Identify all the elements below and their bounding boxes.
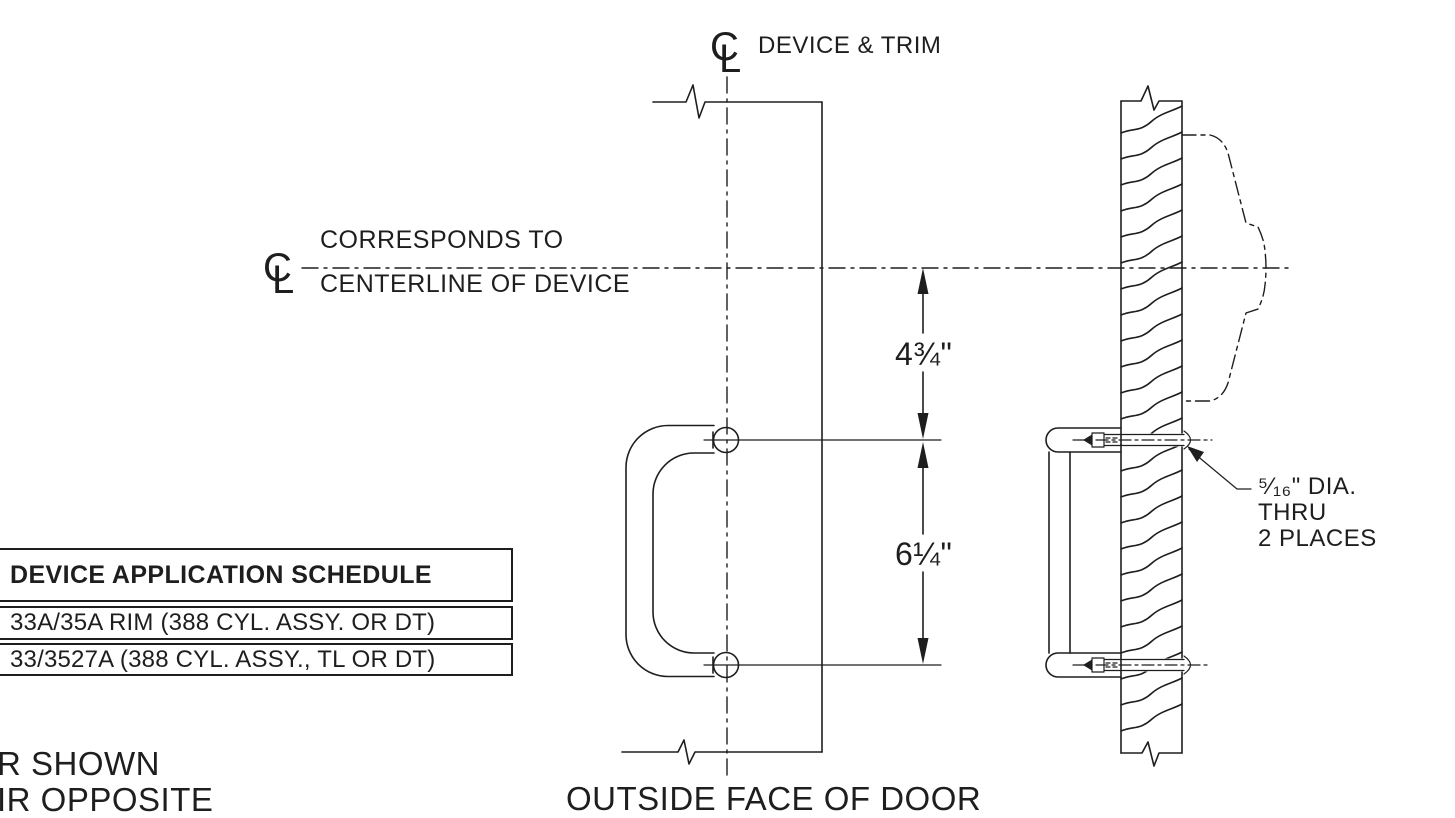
pull-handle-side-view <box>1045 427 1122 678</box>
hole-note-line2: THRU <box>1258 499 1327 526</box>
arrowhead-up <box>917 442 929 468</box>
bolt-head-detail <box>1105 662 1120 668</box>
handing-note: R SHOWN IR OPPOSITE <box>0 746 213 818</box>
front-view-door <box>621 84 823 765</box>
schedule-row: 33A/35A RIM (388 CYL. ASSY. OR DT) <box>0 606 513 640</box>
outside-face-label: OUTSIDE FACE OF DOOR <box>566 780 982 817</box>
bolt-head-detail <box>1105 437 1120 443</box>
bolt-tip <box>1083 659 1092 671</box>
hole-note-line1: ⁵⁄₁₆" DIA. <box>1258 473 1357 500</box>
bolt-head <box>1091 432 1122 448</box>
arrowhead-down <box>917 638 929 664</box>
handing-note-line1: R SHOWN <box>0 745 160 782</box>
device-trim-label: DEVICE & TRIM <box>758 32 942 59</box>
phantom-device-outline <box>1181 134 1267 402</box>
side-bottom-break-line <box>1120 741 1183 767</box>
bolt-tip <box>1083 434 1092 446</box>
arrowhead-down <box>917 413 929 439</box>
centerline-symbol-l: L <box>719 37 741 81</box>
side-top-break-line <box>1120 85 1183 111</box>
hole-note: ⁵⁄₁₆" DIA. THRU 2 PLACES <box>1258 474 1377 552</box>
centerline-symbol-c: C <box>710 25 739 69</box>
handle-bottom-post <box>1045 652 1122 678</box>
door-top-break-line <box>652 84 823 119</box>
door-bottom-break-line <box>621 739 823 765</box>
side-view-door-section <box>1120 85 1183 767</box>
centerline-note-line2: CENTERLINE OF DEVICE <box>320 270 631 298</box>
leader-arrowhead <box>1187 446 1204 462</box>
centerline-note-line1: CORRESPONDS TO <box>320 226 564 254</box>
dimension-label-lower: 6¼" <box>895 536 953 572</box>
dimension-label-upper: 4¾" <box>895 336 953 372</box>
through-bolt-top <box>1072 430 1213 450</box>
device-application-schedule: DEVICE APPLICATION SCHEDULE 33A/35A RIM … <box>0 548 513 676</box>
bolt-head <box>1091 657 1122 673</box>
centerline-symbol-left: C L <box>263 246 294 302</box>
dimension-6-1-4 <box>917 442 929 664</box>
pull-handle-front-view <box>625 424 740 679</box>
wood-grain-hatching <box>1120 105 1183 732</box>
centerline-symbol-top: C L <box>710 25 741 81</box>
handle-top-post <box>1045 427 1122 453</box>
dimension-4-3-4 <box>917 268 929 439</box>
centerline-symbol-l: L <box>272 258 294 302</box>
centerline-symbol-c: C <box>263 246 292 290</box>
handle-inner-contour <box>652 452 715 654</box>
schedule-title: DEVICE APPLICATION SCHEDULE <box>0 548 513 602</box>
hole-note-leader <box>1187 446 1252 490</box>
hole-note-line3: 2 PLACES <box>1258 525 1377 552</box>
handing-note-line2: IR OPPOSITE <box>0 781 214 818</box>
arrowhead-up <box>917 268 929 294</box>
schedule-row: 33/3527A (388 CYL. ASSY., TL OR DT) <box>0 643 513 676</box>
through-bolt-bottom <box>1072 655 1211 675</box>
handle-outer-contour <box>625 424 715 678</box>
